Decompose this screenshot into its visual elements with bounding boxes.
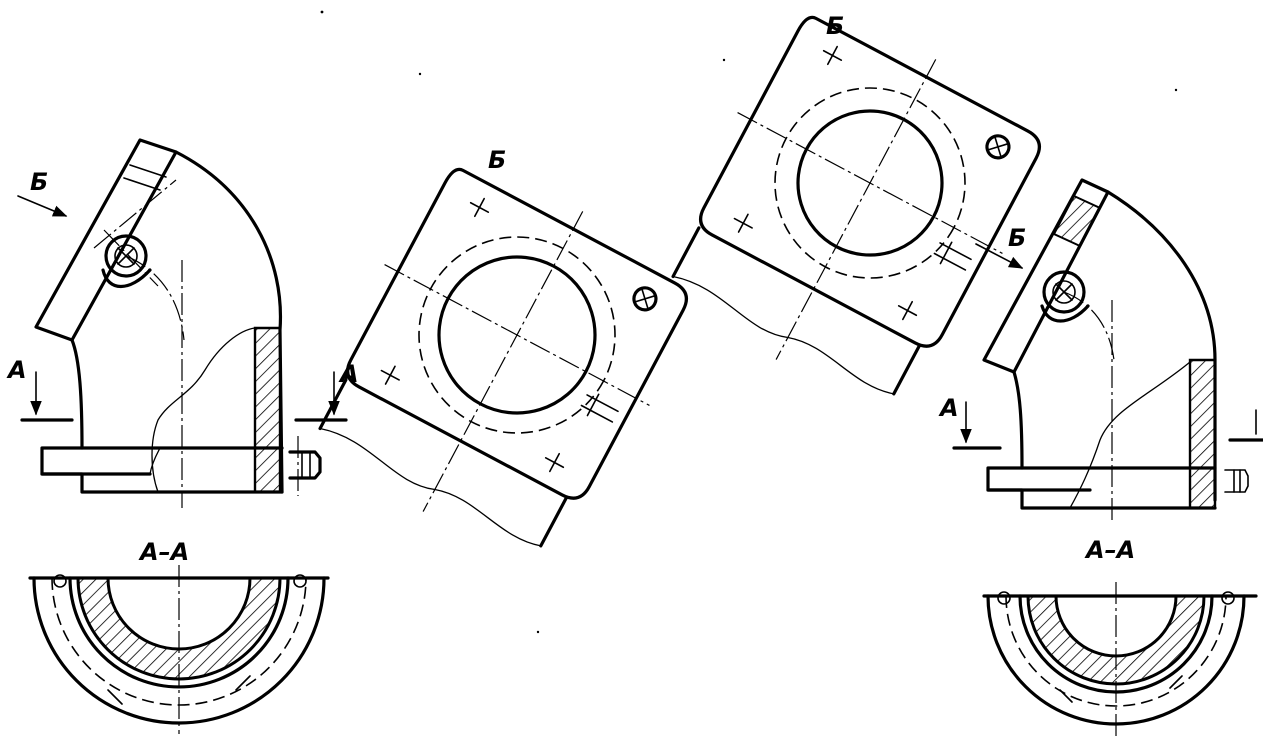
right-elbow-body	[982, 178, 1249, 520]
section-marker-a-right-body: А	[938, 394, 1263, 450]
view-label-b: Б	[1008, 224, 1026, 252]
section-title-aa: А–А	[1084, 536, 1135, 564]
section-marker-a-left: А	[6, 356, 74, 422]
section-label-a: А	[938, 394, 959, 422]
left-elbow-body	[34, 138, 322, 508]
scan-specks	[320, 10, 1178, 634]
right-section-aa: А–А	[982, 536, 1258, 738]
view-title-b-right: Б	[826, 12, 844, 40]
view-label-b: Б	[30, 168, 48, 196]
left-section-aa: А–А	[28, 538, 330, 734]
view-title-b-center: Б	[488, 146, 506, 174]
view-arrow-b-right: Б	[975, 224, 1026, 269]
section-label-a: А	[6, 356, 27, 384]
right-view-b	[671, 15, 1041, 396]
view-arrow-b-left: Б	[17, 168, 68, 217]
center-view-b	[318, 167, 688, 548]
section-title-aa: А–А	[138, 538, 189, 566]
